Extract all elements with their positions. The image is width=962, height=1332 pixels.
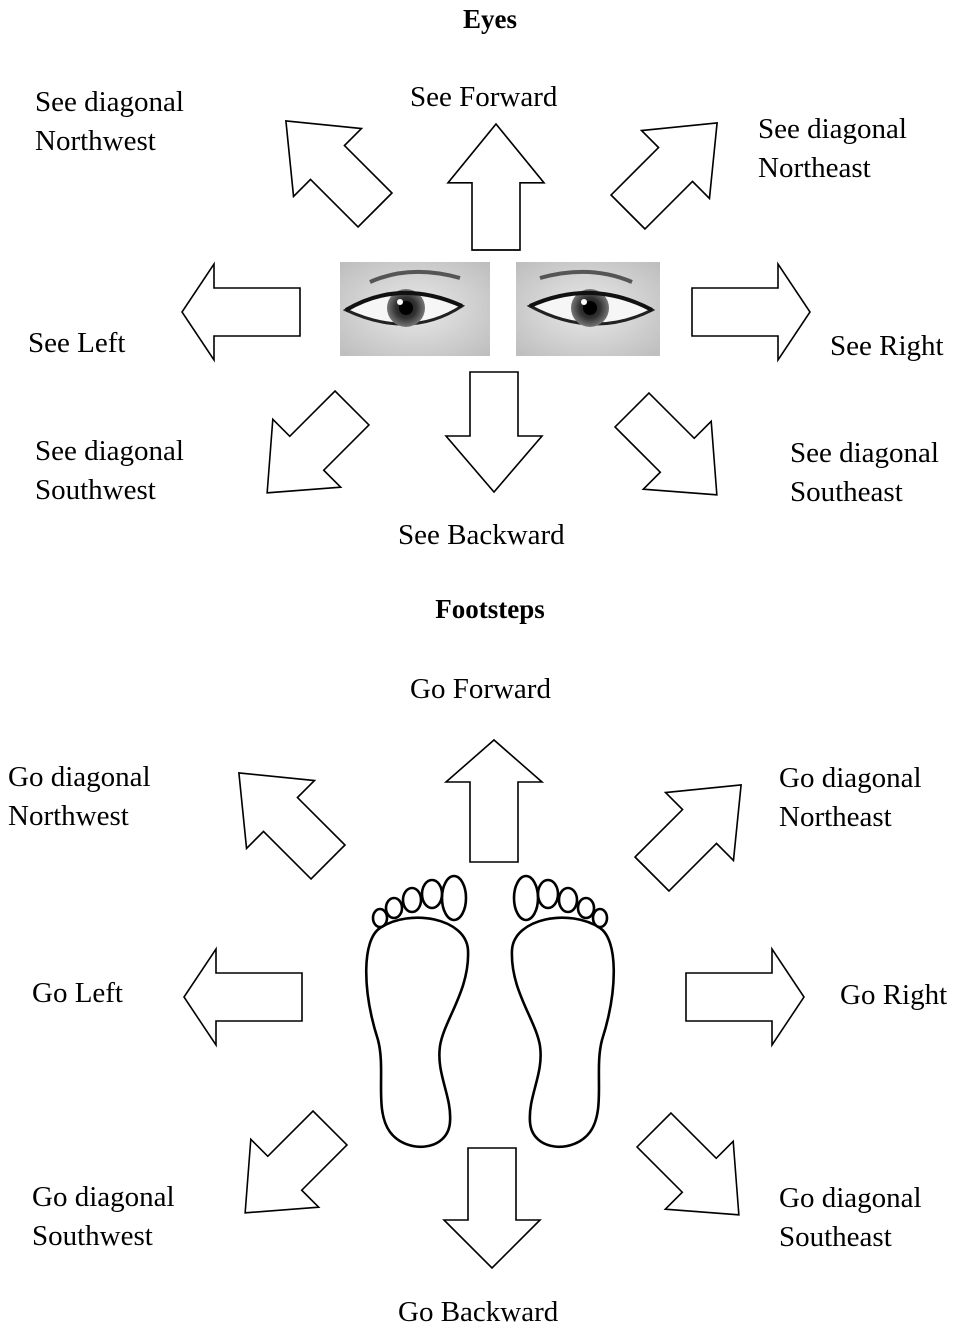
left-foot — [366, 876, 468, 1147]
right-foot — [512, 876, 614, 1147]
footprints-icon — [350, 870, 630, 1150]
